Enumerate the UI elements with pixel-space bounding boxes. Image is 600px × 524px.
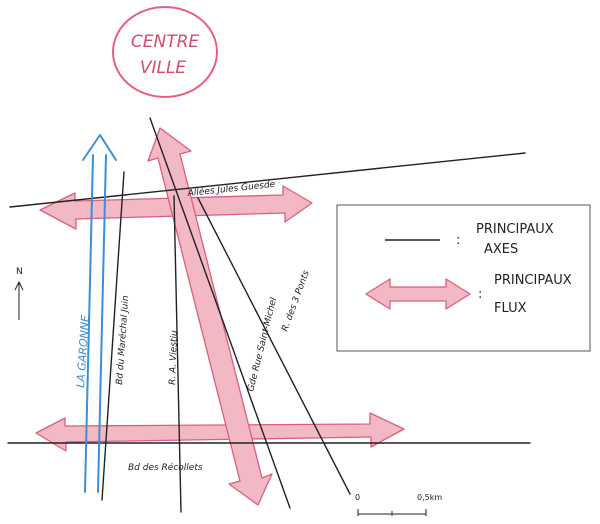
legend: : PRINCIPAUX AXES : PRINCIPAUX FLUX — [336, 204, 591, 352]
legend-flux-separator: : — [478, 287, 482, 302]
road-top — [9, 152, 526, 208]
road-viestiu — [173, 195, 182, 513]
road-label-bottom: Bd des Récollets — [128, 462, 203, 473]
north-label: N — [16, 267, 23, 277]
legend-axes-label-1: PRINCIPAUX — [476, 222, 554, 237]
roads — [7, 117, 531, 513]
road-trois-ponts — [197, 197, 351, 495]
legend-flux-label-2: FLUX — [494, 301, 527, 316]
centre-ville-marker: CENTRE VILLE — [112, 6, 218, 98]
centre-ville-circle — [112, 6, 218, 98]
road-label-trois-ponts: R. des 3 Ponts — [280, 269, 311, 333]
flux-arrows — [35, 127, 405, 506]
flux-arrow-diagonal — [147, 127, 273, 506]
legend-flux-swatch — [365, 278, 471, 310]
centre-ville-label-2: VILLE — [140, 58, 187, 78]
legend-box — [336, 204, 591, 352]
road-label-viestiu: R. A. Viestiu — [168, 330, 180, 385]
road-marechal — [101, 171, 125, 501]
centre-ville-label-1: CENTRE — [131, 32, 200, 52]
river-label: LA GARONNE — [74, 315, 92, 389]
road-label-marechal: Bd du Maréchal Juin — [114, 295, 131, 385]
north-arrow: N — [14, 267, 24, 320]
scale-start-label: 0 — [355, 493, 360, 502]
river-garonne — [82, 134, 117, 493]
road-label-saint-michel: Gde Rue Saint-Michel — [246, 296, 279, 393]
scale-end-label: 0,5km — [417, 493, 442, 502]
legend-flux-label-1: PRINCIPAUX — [494, 273, 572, 288]
legend-axes-label-2: AXES — [484, 242, 518, 257]
road-saint-michel — [149, 117, 291, 509]
legend-axes-separator: : — [456, 233, 460, 248]
scale-bar: 0 0,5km — [355, 493, 442, 516]
flux-arrow-bottom — [35, 412, 405, 452]
